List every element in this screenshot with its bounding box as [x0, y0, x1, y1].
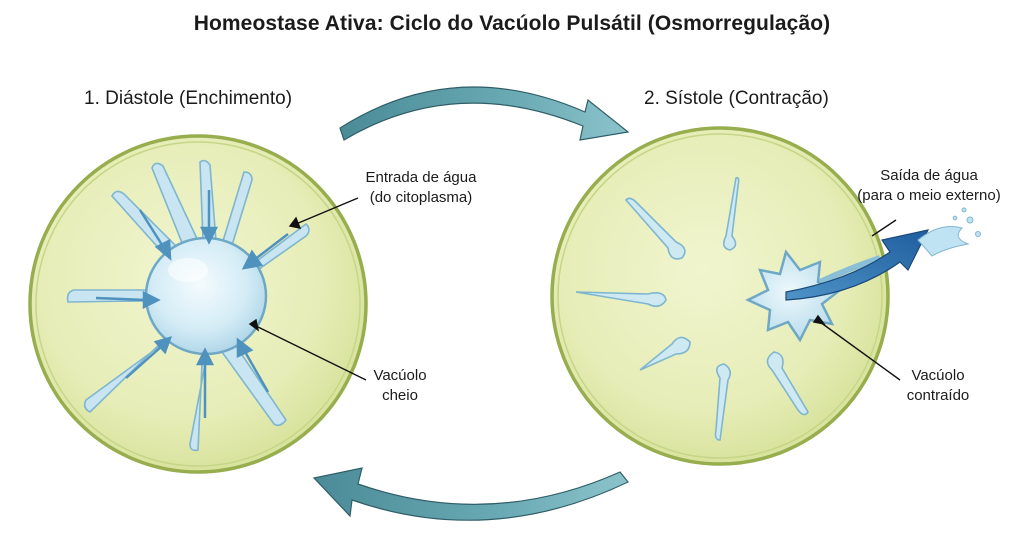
cycle-arrow-top [339, 86, 630, 141]
ampullae [575, 176, 809, 441]
label-water-in: Entrada de água (do citoplasma) [346, 168, 496, 208]
label-water-in-line1: Entrada de água [365, 169, 477, 186]
cell-diastole [28, 134, 368, 474]
label-vacuole-contracted: Vacúolo contraído [888, 366, 988, 406]
label-vacuole-full: Vacúolo cheio [360, 366, 440, 406]
diagram-title: Homeostase Ativa: Ciclo do Vacúolo Pulsá… [193, 12, 831, 35]
inflow-arrows [95, 190, 289, 418]
label-water-out: Saída de água (para o meio externo) [836, 166, 1022, 206]
label-water-out-line2: (para o meio externo) [857, 187, 1001, 204]
stage-label-diastole: 1. Diástole (Enchimento) [84, 88, 293, 109]
cell-systole [550, 126, 890, 466]
label-vacuole-contracted-line1: Vacúolo [911, 367, 965, 384]
label-vacuole-full-line2: cheio [382, 387, 418, 404]
leader-lines [248, 197, 901, 381]
expulsion-arrow [785, 229, 930, 301]
label-water-out-line1: Saída de água [880, 167, 978, 184]
cycle-arrow-bottom [312, 467, 629, 521]
label-vacuole-full-line1: Vacúolo [373, 367, 427, 384]
label-vacuole-contracted-line2: contraído [906, 387, 970, 404]
stage-label-systole: 2. Sístole (Contração) [644, 88, 829, 109]
water-splash [917, 207, 981, 257]
label-water-in-line2: (do citoplasma) [369, 189, 473, 206]
